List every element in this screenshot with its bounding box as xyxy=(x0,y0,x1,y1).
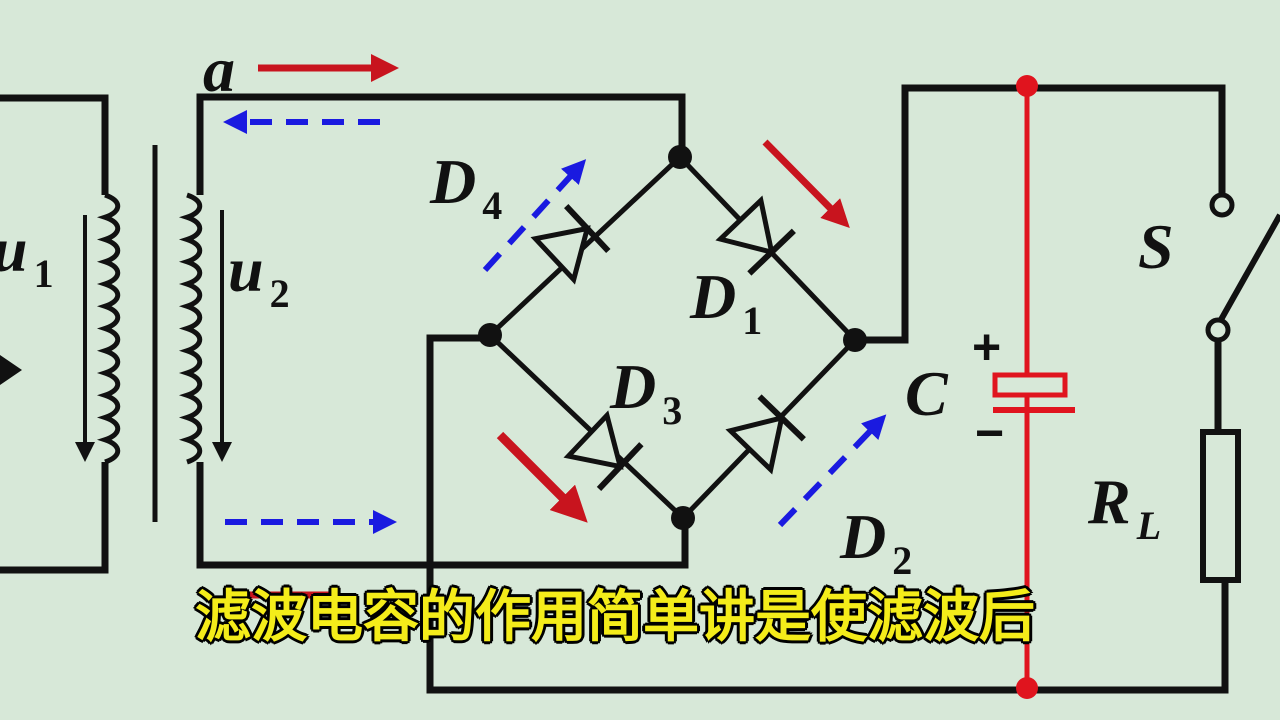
capacitor-minus-sign: − xyxy=(975,405,1005,461)
reverse-current-arrow-d4 xyxy=(482,159,587,273)
node-left xyxy=(478,323,502,347)
diode-d2 xyxy=(725,394,806,475)
switch-blade xyxy=(1215,213,1280,327)
load-resistor xyxy=(1200,429,1241,583)
secondary-top-wire xyxy=(196,93,686,195)
secondary-coil xyxy=(178,192,203,465)
output-wire xyxy=(855,84,1226,344)
capacitor-plate-positive xyxy=(992,372,1068,398)
diode-d3 xyxy=(563,410,644,491)
input-arrow-icon xyxy=(0,355,22,385)
secondary-bottom-wire xyxy=(196,462,689,569)
current-arrow-d3 xyxy=(496,431,588,523)
diode-d4 xyxy=(530,203,611,285)
switch-contact-bottom xyxy=(1205,317,1231,343)
switch-contact-top xyxy=(1209,192,1235,218)
subtitle-caption: 滤波电容的作用简单讲是使滤波后 xyxy=(195,585,1035,650)
capacitor-plus-sign: + xyxy=(972,319,1002,375)
label-u1: u1 xyxy=(0,218,54,296)
node-top xyxy=(668,145,692,169)
label-s: S xyxy=(1138,211,1174,282)
capacitor-node-bottom xyxy=(1016,677,1038,699)
primary-wire xyxy=(0,94,109,574)
reverse-current-arrow-d2 xyxy=(777,414,887,528)
label-a: a xyxy=(203,34,235,105)
return-wire xyxy=(426,334,1229,694)
current-arrow-d1 xyxy=(762,139,850,228)
capacitor-node-top xyxy=(1016,75,1038,97)
bridge-wires xyxy=(486,153,859,522)
label-c: C xyxy=(905,358,948,429)
primary-coil xyxy=(96,192,121,465)
node-bottom xyxy=(671,506,695,530)
node-right xyxy=(843,328,867,352)
diode-d1 xyxy=(715,195,796,276)
